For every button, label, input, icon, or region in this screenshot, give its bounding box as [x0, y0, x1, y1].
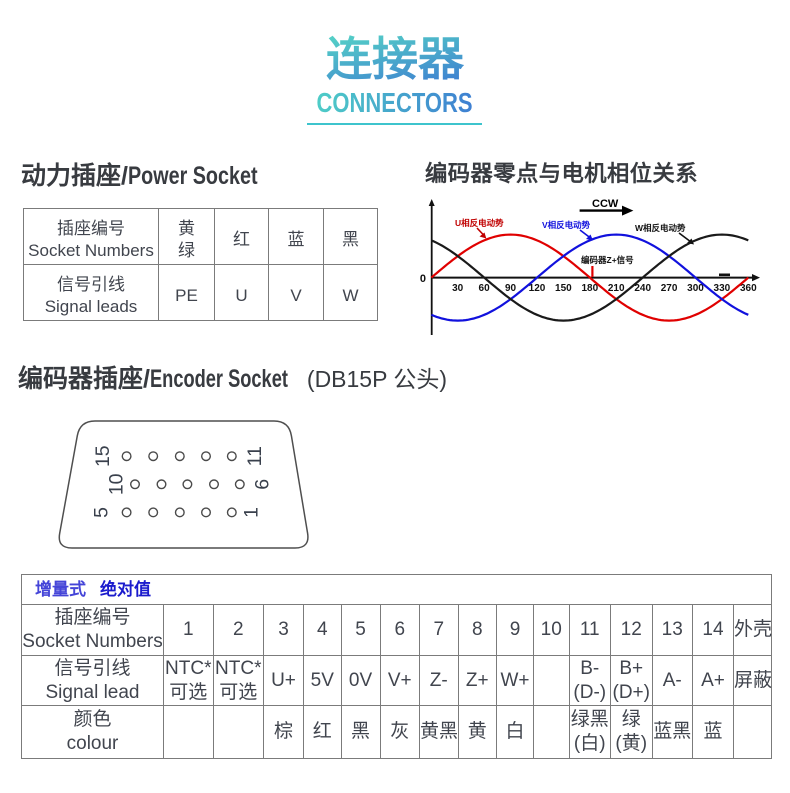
svg-text:300: 300 [687, 283, 704, 294]
svg-text:360: 360 [740, 283, 757, 294]
svg-text:6: 6 [252, 479, 274, 490]
svg-text:330: 330 [714, 283, 731, 294]
svg-text:11: 11 [244, 446, 266, 466]
svg-text:180: 180 [581, 283, 598, 294]
svg-text:10: 10 [106, 473, 128, 495]
svg-text:5: 5 [90, 507, 112, 518]
svg-text:30: 30 [452, 283, 464, 294]
svg-text:V相反电动势: V相反电动势 [542, 220, 591, 230]
svg-text:240: 240 [634, 283, 651, 294]
svg-text:120: 120 [529, 283, 546, 294]
svg-text:编码器Z+信号: 编码器Z+信号 [581, 255, 634, 265]
svg-text:15: 15 [92, 445, 114, 467]
svg-text:150: 150 [555, 283, 572, 294]
svg-text:W相反电动势: W相反电动势 [635, 223, 686, 233]
svg-text:CCW: CCW [592, 198, 619, 210]
svg-text:60: 60 [479, 283, 491, 294]
svg-text:0: 0 [420, 273, 426, 285]
svg-text:210: 210 [608, 283, 625, 294]
svg-text:270: 270 [661, 283, 678, 294]
svg-text:U相反电动势: U相反电动势 [455, 218, 504, 228]
svg-text:1: 1 [240, 507, 262, 518]
svg-text:90: 90 [505, 283, 517, 294]
